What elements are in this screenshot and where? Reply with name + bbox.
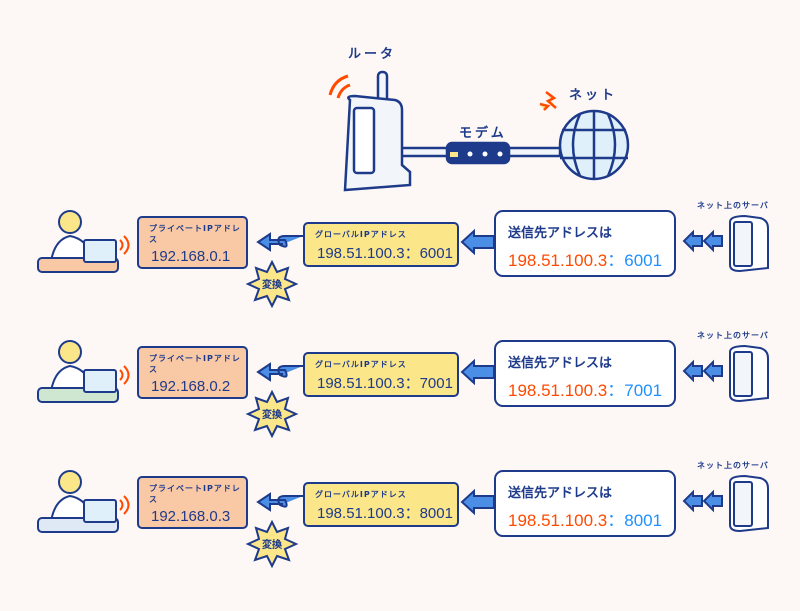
convert-label: 変換 [262,280,282,291]
destination-separator: ： [607,511,625,530]
destination-port: 8001 [624,511,663,530]
server-label: ネット上のサーバ [697,331,769,340]
destination-title: 送信先アドレスは [508,226,613,241]
destination-title: 送信先アドレスは [508,486,613,501]
tablet-user-illustration [37,340,119,403]
private-ip-box: プライベートIPアドレス 192.168.0.2 [137,346,248,399]
arrow-left-icon [256,488,723,516]
destination-box: 送信先アドレスは 198.51.100.3：7001 [494,340,676,407]
private-ip-box: プライベートIPアドレス 192.168.0.3 [137,476,248,529]
smartphone-user-illustration [37,470,119,533]
private-ip-label: プライベートIPアドレス [149,224,241,244]
convert-badge: 変換 [247,264,297,304]
row-graphics [37,210,769,309]
convert-badge: 変換 [247,394,297,434]
network-equipment [328,70,630,192]
laptop-user-illustration [37,210,119,273]
global-ip-value: 198.51.100.3：8001 [317,505,453,522]
destination-port: 7001 [624,381,663,400]
server-label: ネット上のサーバ [697,201,769,210]
destination-port: 6001 [624,251,663,270]
global-ip-value: 198.51.100.3：7001 [317,375,453,392]
private-ip-value: 192.168.0.2 [151,378,231,395]
server-icon [729,344,769,403]
global-ip-value: 198.51.100.3：6001 [317,245,453,262]
convert-burst [245,259,299,309]
destination-ip: 198.51.100.3 [508,511,608,530]
row-graphics [37,340,769,439]
global-ip-box: グローバルIPアドレス 198.51.100.3：6001 [303,222,459,267]
modem-icon [445,141,511,165]
global-ip-box: グローバルIPアドレス 198.51.100.3：7001 [303,352,459,397]
private-ip-box: プライベートIPアドレス 192.168.0.1 [137,216,248,269]
server-icon [729,214,769,273]
global-ip-label: グローバルIPアドレス [315,360,407,369]
arrow-left-icon [256,358,723,386]
destination-separator: ： [607,251,625,270]
destination-title: 送信先アドレスは [508,356,613,371]
convert-label: 変換 [262,540,282,551]
destination-ip: 198.51.100.3 [508,251,608,270]
router-label: ルータ [348,47,397,62]
convert-burst [245,389,299,439]
global-ip-label: グローバルIPアドレス [315,490,407,499]
private-ip-value: 192.168.0.1 [151,248,231,265]
private-ip-label: プライベートIPアドレス [149,354,241,374]
private-ip-label: プライベートIPアドレス [149,484,241,504]
convert-badge: 変換 [247,524,297,564]
convert-burst [245,519,299,569]
server-label: ネット上のサーバ [697,461,769,470]
row-graphics [37,470,769,569]
destination-separator: ： [607,381,625,400]
destination-ip: 198.51.100.3 [508,381,608,400]
private-ip-value: 192.168.0.3 [151,508,231,525]
global-ip-label: グローバルIPアドレス [315,230,407,239]
modem-label: モデム [459,126,507,141]
global-ip-box: グローバルIPアドレス 198.51.100.3：8001 [303,482,459,527]
server-icon [729,474,769,533]
destination-box: 送信先アドレスは 198.51.100.3：8001 [494,470,676,537]
arrow-left-icon [256,228,723,256]
convert-label: 変換 [262,410,282,421]
net-label: ネット [569,88,618,103]
destination-box: 送信先アドレスは 198.51.100.3：6001 [494,210,676,277]
